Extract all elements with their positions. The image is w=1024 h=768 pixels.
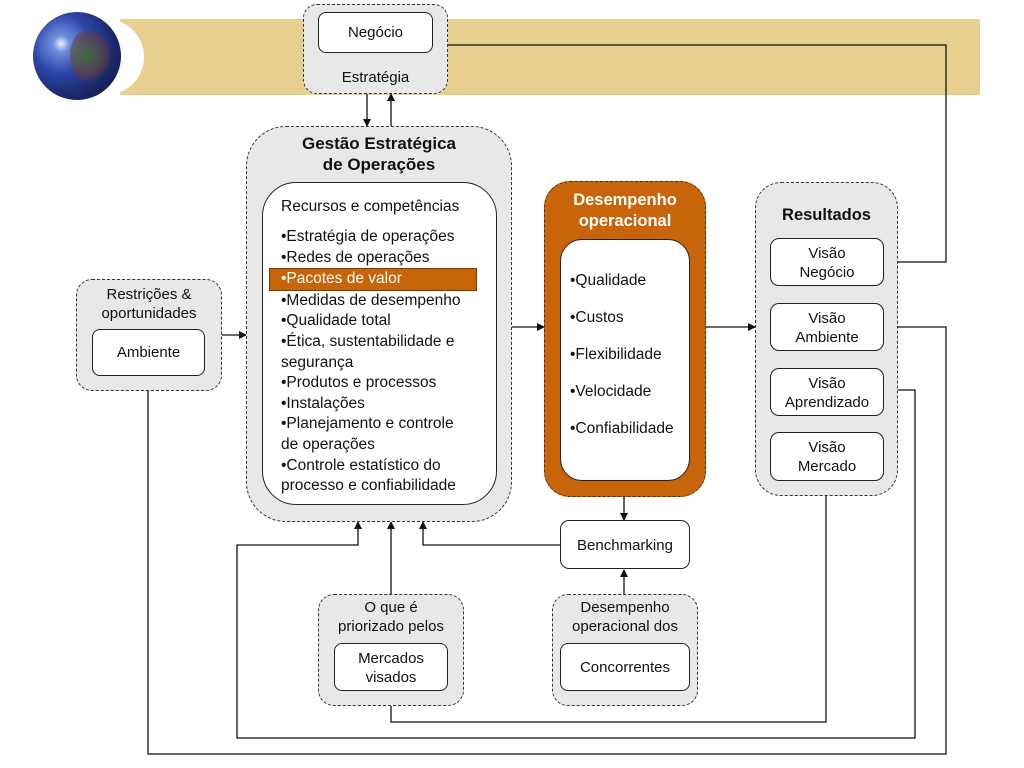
concorrentes-box-label: Concorrentes xyxy=(579,659,671,676)
list-item: •Redes de operações xyxy=(281,248,430,266)
desempenho-list: •Qualidade •Custos •Flexibilidade •Veloc… xyxy=(570,271,674,456)
arrow-visao-aprendizado-to-gestao xyxy=(236,389,916,739)
visao-negocio-box[interactable]: Visão Negócio xyxy=(770,238,884,286)
resultados-title: Resultados xyxy=(782,206,871,224)
desempenho-title-line2: operacional xyxy=(578,212,672,230)
list-item: •Confiabilidade xyxy=(570,420,674,437)
recursos-box xyxy=(262,182,497,505)
list-item: processo e confiabilidade xyxy=(281,477,456,495)
list-item: •Estratégia de operações xyxy=(281,228,455,245)
benchmarking-label: Benchmarking xyxy=(577,537,673,554)
list-item: •Instalações xyxy=(281,394,365,412)
list-item-highlighted: •Pacotes de valor xyxy=(269,268,477,291)
ambiente-label-line2: oportunidades xyxy=(101,305,197,322)
mercados-label-line2: priorizado pelos xyxy=(338,618,444,635)
visao-aprendizado-line1: Visão xyxy=(808,375,846,392)
arrow-benchmarking-to-gestao xyxy=(419,521,560,546)
gestao-title: Gestão Estratégica de Operações xyxy=(246,133,512,175)
ambiente-label: Restrições & oportunidades xyxy=(76,285,222,323)
visao-mercado-line2: Mercado xyxy=(797,458,857,475)
visao-ambiente-line2: Ambiente xyxy=(795,329,859,346)
visao-aprendizado-line2: Aprendizado xyxy=(784,394,870,411)
gestao-title-line1: Gestão Estratégica xyxy=(301,134,456,153)
visao-ambiente-line1: Visão xyxy=(808,310,846,327)
negocio-box[interactable]: Negócio xyxy=(318,12,433,53)
arrow-visao-ambiente-to-ambiente xyxy=(144,326,947,755)
gestao-title-line2: de Operações xyxy=(322,155,436,174)
concorrentes-label: Desempenho operacional dos xyxy=(552,598,698,636)
strategy-label: Estratégia xyxy=(341,69,410,86)
list-item: •Qualidade xyxy=(570,272,647,289)
visao-mercado-box[interactable]: Visão Mercado xyxy=(770,432,884,481)
visao-mercado-line1: Visão xyxy=(808,439,846,456)
visao-negocio-line2: Negócio xyxy=(799,264,855,281)
list-item: •Custos xyxy=(570,309,624,326)
recursos-list: •Estratégia de operações •Redes de opera… xyxy=(269,227,491,497)
visao-ambiente-box[interactable]: Visão Ambiente xyxy=(770,303,884,351)
desempenho-title-line1: Desempenho xyxy=(573,191,677,209)
visao-aprendizado-box[interactable]: Visão Aprendizado xyxy=(770,368,884,416)
list-item: •Flexibilidade xyxy=(570,346,662,363)
mercados-label-line1: O que é xyxy=(364,599,418,616)
mercados-box[interactable]: Mercados visados xyxy=(334,643,448,691)
list-item: •Controle estatístico do xyxy=(281,456,441,474)
mercados-box-line2: visados xyxy=(365,669,417,686)
list-item: segurança xyxy=(281,353,354,371)
list-item: •Qualidade total xyxy=(281,312,391,330)
desempenho-list-box xyxy=(560,239,690,481)
globe-land-decoration xyxy=(70,28,110,83)
negocio-label: Negócio xyxy=(347,24,404,41)
mercados-box-line1: Mercados xyxy=(358,650,424,667)
recursos-heading: Recursos e competências xyxy=(281,198,460,215)
ambiente-label-line1: Restrições & xyxy=(106,286,192,303)
benchmarking-box[interactable]: Benchmarking xyxy=(560,520,690,569)
mercados-label: O que é priorizado pelos xyxy=(318,598,464,636)
list-item: •Planejamento e controle xyxy=(281,415,454,433)
arrow-visao-negocio-to-negocio xyxy=(432,41,947,263)
list-item: •Medidas de desempenho xyxy=(281,291,461,309)
concorrentes-label-line2: operacional dos xyxy=(572,618,678,635)
list-item: de operações xyxy=(281,435,375,453)
list-item: •Ética, sustentabilidade e xyxy=(281,332,455,350)
world-map-banner xyxy=(120,19,980,95)
visao-negocio-line1: Visão xyxy=(808,245,846,262)
list-item: •Velocidade xyxy=(570,383,652,400)
arrow-visao-mercado-to-mercados xyxy=(387,481,827,723)
concorrentes-label-line1: Desempenho xyxy=(580,599,670,616)
list-item: •Produtos e processos xyxy=(281,374,437,392)
desempenho-title: Desempenho operacional xyxy=(544,190,706,232)
concorrentes-box[interactable]: Concorrentes xyxy=(560,643,690,691)
ambiente-box-label: Ambiente xyxy=(116,344,181,361)
ambiente-box[interactable]: Ambiente xyxy=(92,329,205,376)
